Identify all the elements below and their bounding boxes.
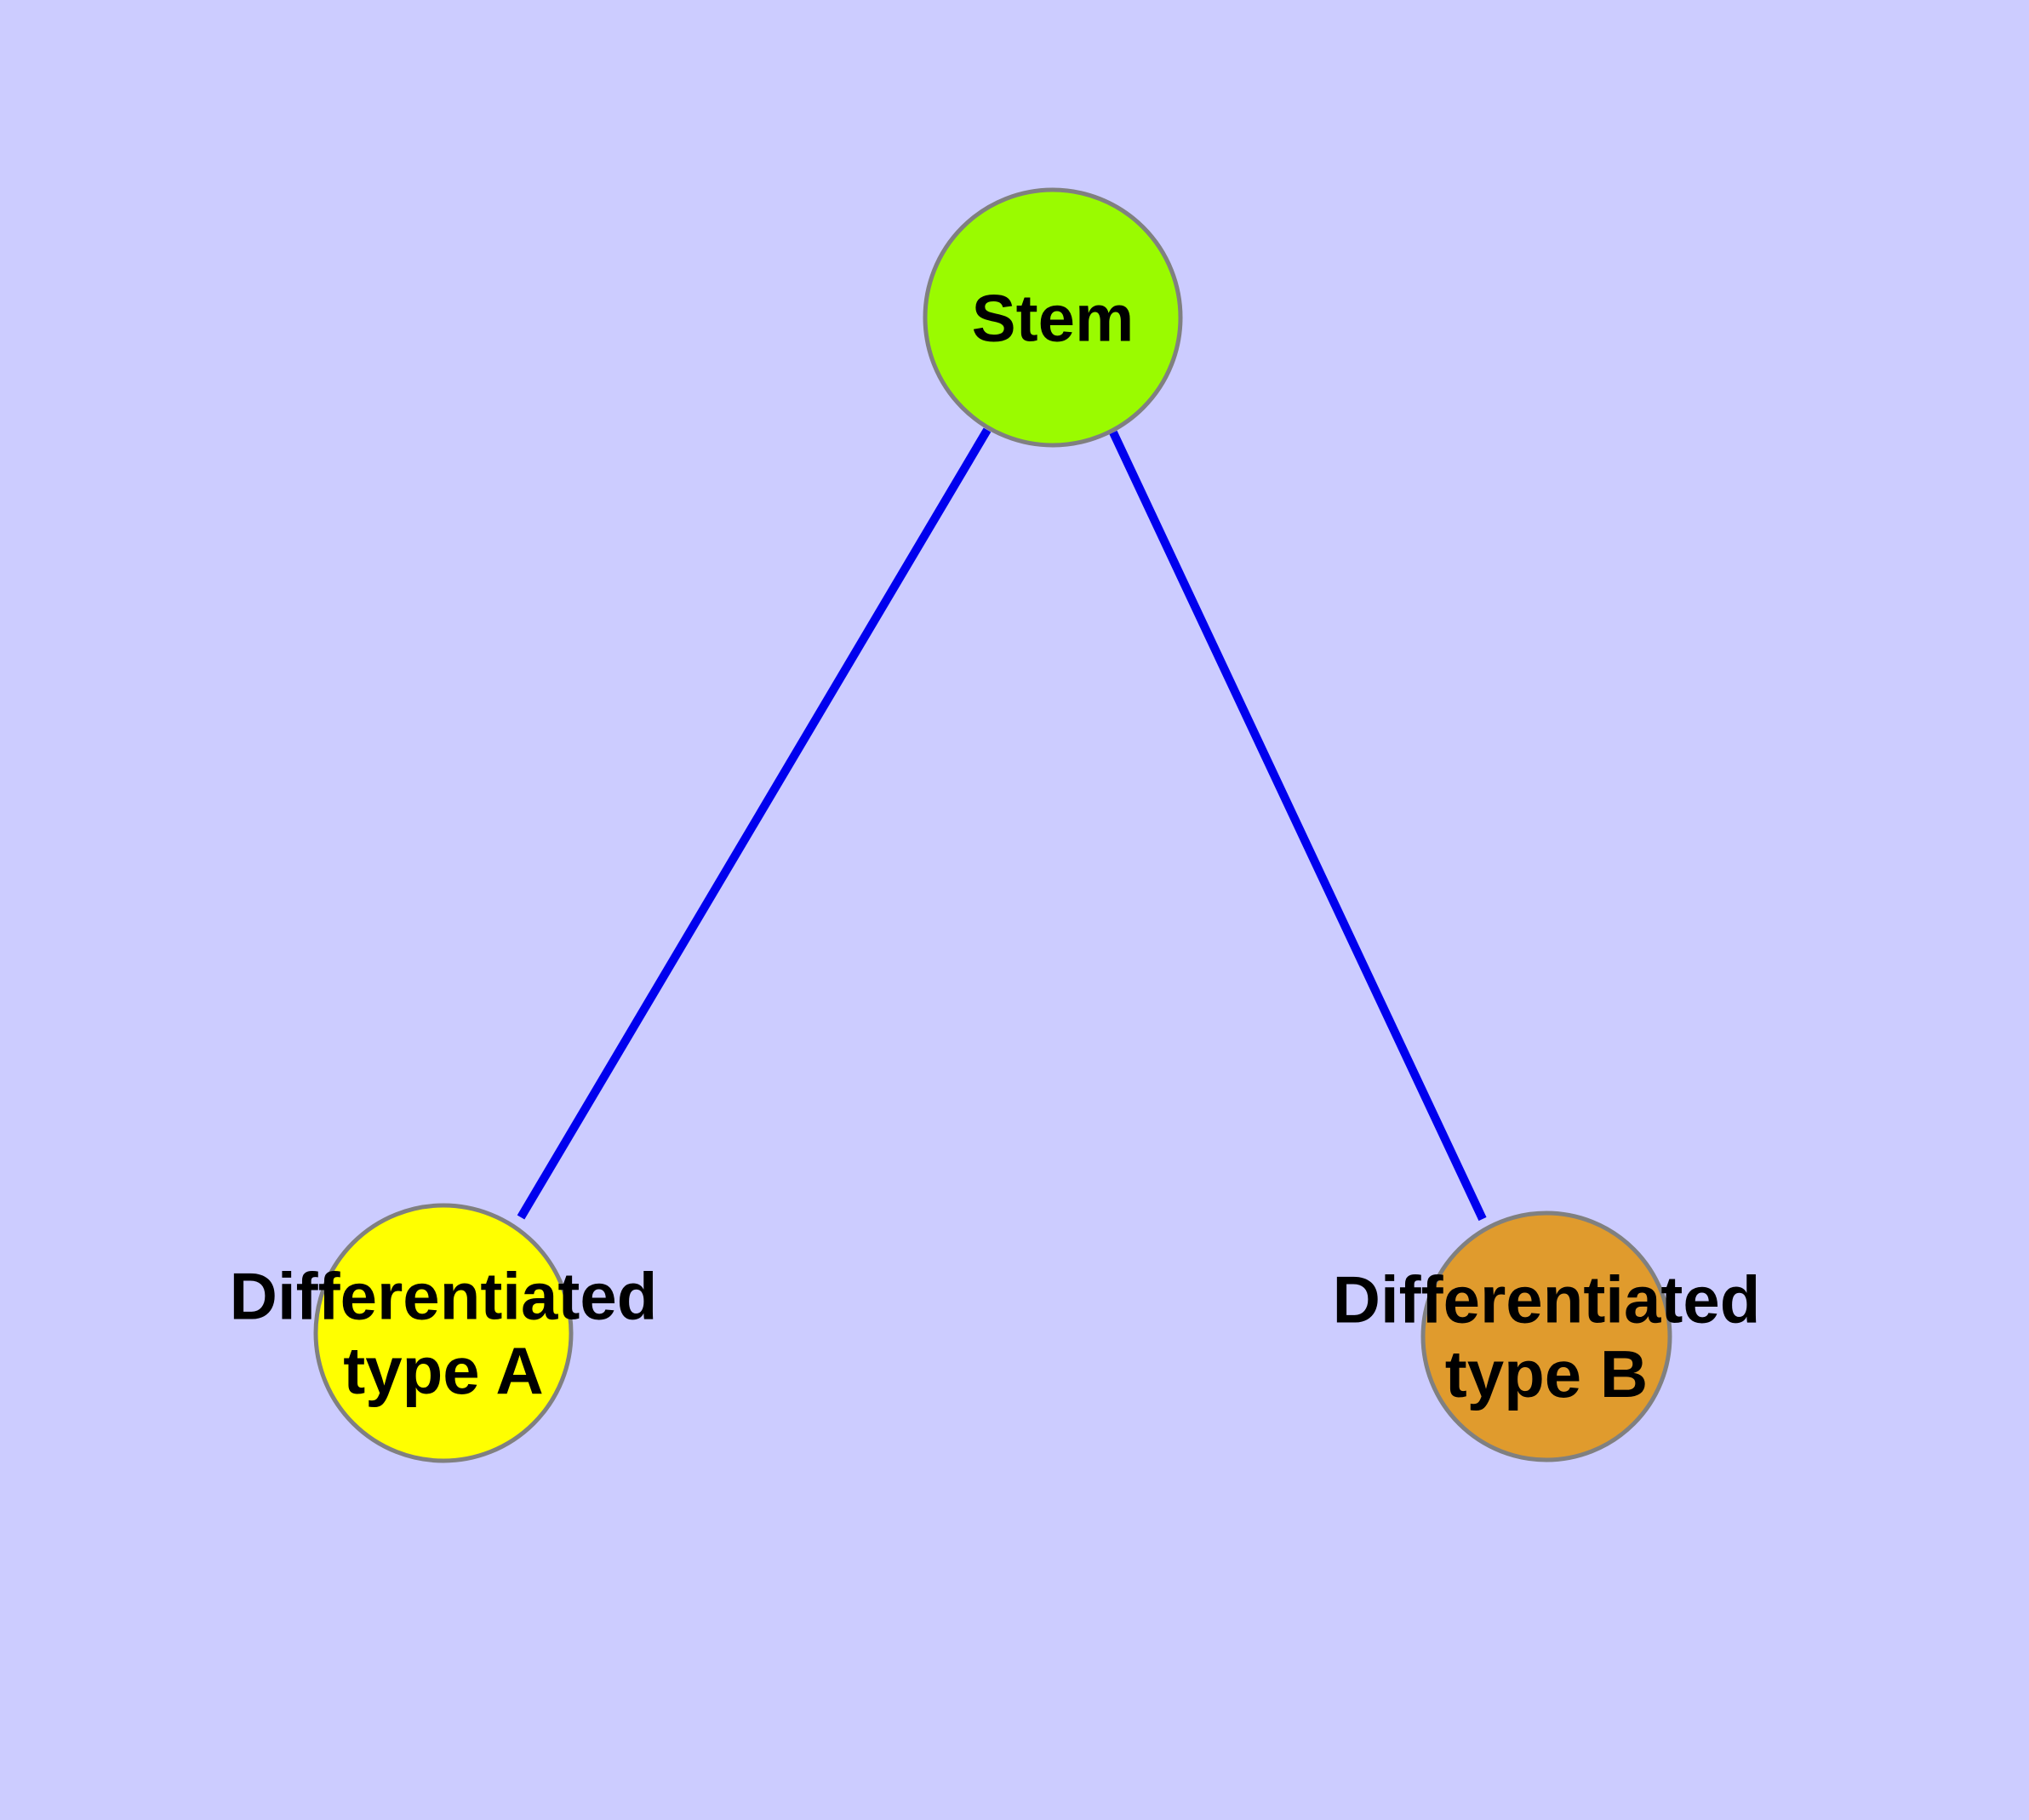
node-stem[interactable]: Stem	[923, 187, 1183, 448]
node-differentiated-type-b-circle[interactable]	[1420, 1210, 1672, 1462]
edge-stem-to-differentiated-type-a[interactable]	[517, 427, 992, 1220]
node-stem-label: Stem	[972, 280, 1135, 355]
node-stem-circle[interactable]	[923, 187, 1183, 448]
edge-layer	[517, 427, 1487, 1222]
node-differentiated-type-a-circle[interactable]	[313, 1203, 574, 1463]
edge-stem-to-differentiated-type-b[interactable]	[1109, 430, 1487, 1222]
